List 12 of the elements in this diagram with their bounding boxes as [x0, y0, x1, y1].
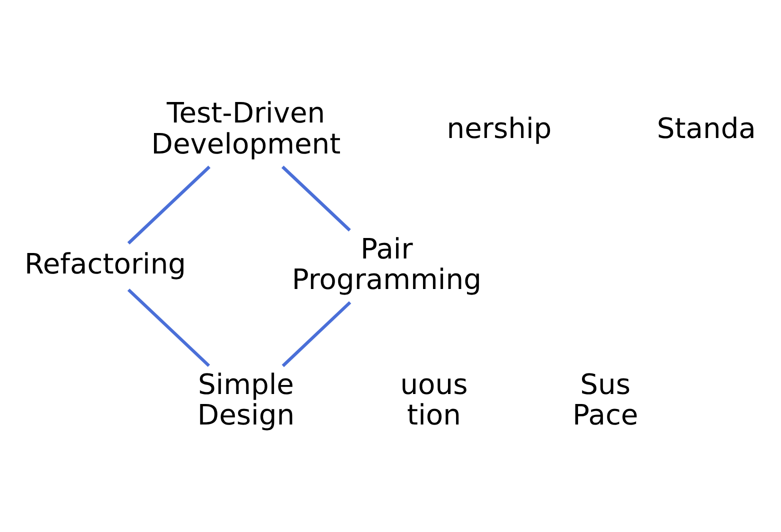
connector: [127, 288, 210, 366]
label: uous tion: [400, 367, 468, 432]
connector: [127, 165, 210, 244]
node-text: Simple Design: [197, 367, 295, 432]
label: Sus Pace: [572, 367, 638, 432]
node-text: Pair Programming: [292, 232, 482, 296]
node-text: Test-Driven Development: [151, 96, 341, 160]
connector: [282, 300, 352, 367]
label: Standa: [656, 112, 756, 145]
label: nership: [446, 112, 552, 145]
node-text: Refactoring: [24, 247, 186, 280]
connector: [281, 165, 351, 231]
